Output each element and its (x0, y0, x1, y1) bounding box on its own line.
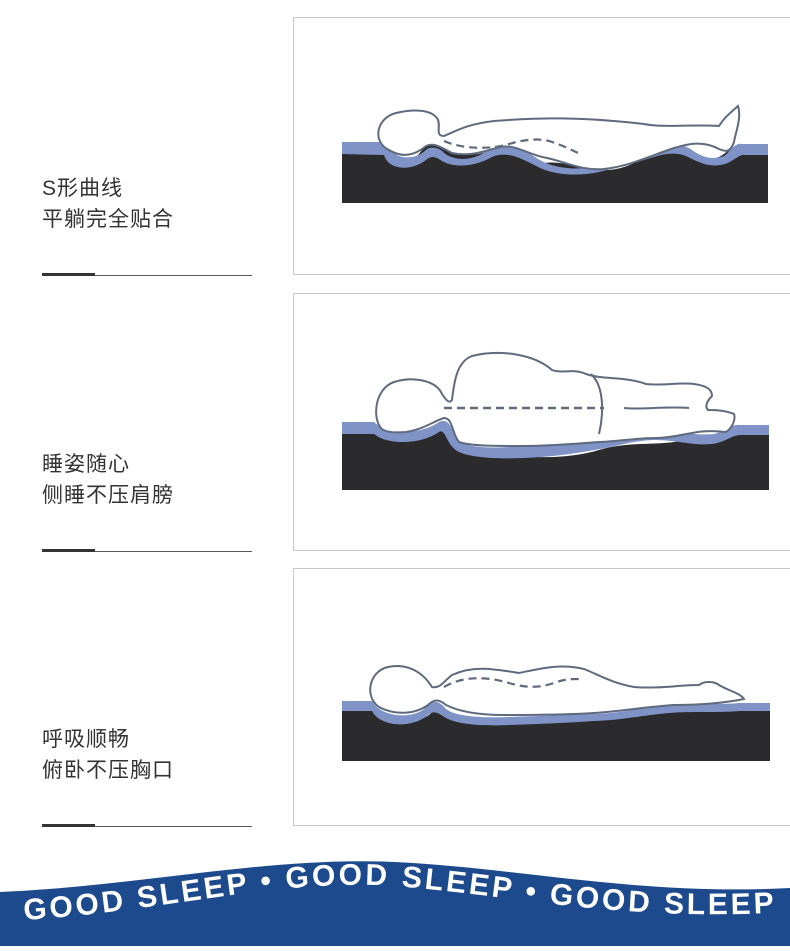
wave-ribbon-icon: GOOD SLEEP • GOOD SLEEP • GOOD SLEEP (0, 859, 790, 946)
illustration-frame (293, 568, 790, 826)
prone-body-icon (342, 665, 770, 761)
feature-caption: 睡姿随心 侧睡不压肩膀 (42, 449, 174, 511)
side-sleeping-body-icon (342, 351, 769, 490)
divider-accent (42, 273, 95, 276)
good-sleep-banner: GOOD SLEEP • GOOD SLEEP • GOOD SLEEP (0, 850, 790, 946)
feature-row-supine: S形曲线 平躺完全贴合 (0, 17, 790, 279)
feature-caption: 呼吸顺畅 俯卧不压胸口 (42, 724, 174, 786)
feature-title: S形曲线 (42, 177, 124, 200)
feature-caption: S形曲线 平躺完全贴合 (42, 173, 174, 235)
feature-title: 睡姿随心 (42, 453, 130, 476)
feature-title: 呼吸顺畅 (42, 728, 130, 751)
divider-line (42, 551, 252, 552)
divider-accent (42, 549, 95, 552)
feature-row-side: 睡姿随心 侧睡不压肩膀 (0, 293, 790, 555)
divider-line (42, 826, 252, 827)
feature-subtitle: 侧睡不压肩膀 (42, 484, 174, 507)
illustration-frame (293, 293, 790, 551)
feature-row-prone: 呼吸顺畅 俯卧不压胸口 (0, 568, 790, 830)
supine-body-icon (342, 104, 768, 203)
divider-accent (42, 824, 95, 827)
feature-subtitle: 俯卧不压胸口 (42, 759, 174, 782)
divider-line (42, 275, 252, 276)
illustration-frame (293, 17, 790, 275)
feature-subtitle: 平躺完全贴合 (42, 208, 174, 231)
